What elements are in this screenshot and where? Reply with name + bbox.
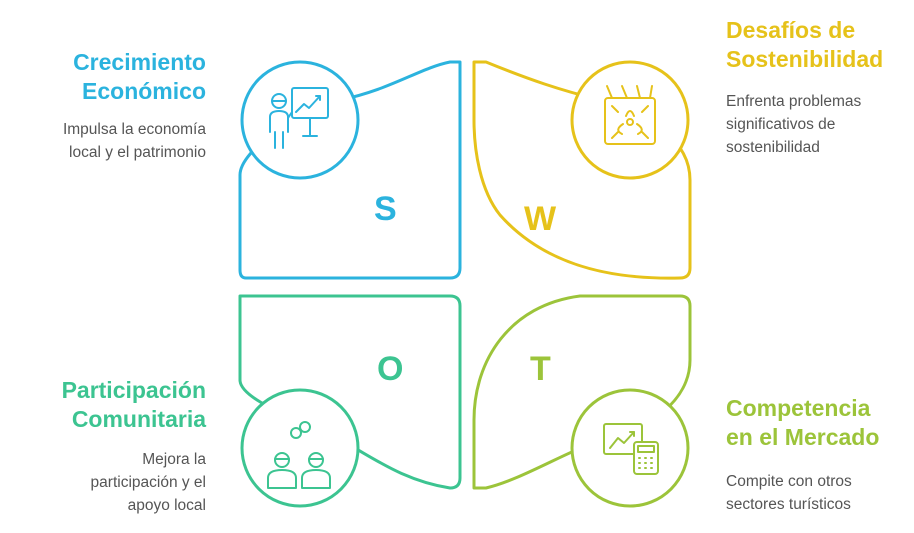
threat-desc-line-1: Compite con otros — [726, 473, 852, 490]
quadrant-t-shape — [472, 294, 692, 490]
strength-description: Impulsa la economía local y el patrimoni… — [0, 118, 206, 164]
weakness-title-line-2: Sostenibilidad — [726, 46, 884, 72]
opportunity-desc-line-2: participación y el — [90, 474, 206, 491]
weakness-desc-line-1: Enfrenta problemas — [726, 93, 862, 110]
circle-s — [240, 60, 360, 180]
weakness-desc-line-3: sostenibilidad — [726, 139, 820, 156]
threat-title-line-2: en el Mercado — [726, 424, 880, 450]
circle-t — [570, 388, 690, 508]
toxic-hazard-icon — [604, 85, 656, 145]
opportunity-description: Mejora la participación y el apoyo local — [0, 448, 206, 517]
strength-desc-line-2: local y el patrimonio — [69, 144, 206, 161]
community-icon — [267, 421, 331, 489]
letter-o: O — [377, 350, 403, 388]
threat-desc-line-2: sectores turísticos — [726, 496, 851, 513]
presentation-icon — [269, 87, 329, 149]
letter-w: W — [524, 200, 557, 238]
threat-title: Competencia en el Mercado — [726, 394, 912, 452]
strength-desc-line-1: Impulsa la economía — [62, 121, 206, 138]
opportunity-desc-line-3: apoyo local — [127, 497, 206, 514]
market-analysis-icon — [603, 423, 659, 475]
opportunity-title-line-2: Comunitaria — [71, 406, 206, 432]
quadrant-s — [238, 60, 462, 280]
letter-t: T — [530, 350, 551, 388]
weakness-desc-line-2: significativos de — [726, 116, 836, 133]
weakness-text-block: Desafíos de Sostenibilidad Enfrenta prob… — [726, 16, 912, 159]
threat-title-line-1: Competencia — [726, 395, 871, 421]
opportunity-title-line-1: Participación — [61, 377, 206, 403]
opportunity-title: Participación Comunitaria — [0, 376, 206, 434]
circle-o — [240, 388, 360, 508]
weakness-description: Enfrenta problemas significativos de sos… — [726, 90, 912, 159]
strength-title: Crecimiento Económico — [0, 48, 206, 106]
strength-title-line-2: Económico — [82, 78, 206, 104]
threat-text-block: Competencia en el Mercado Compite con ot… — [726, 394, 912, 516]
quadrant-s-shape — [238, 60, 462, 280]
letter-s: S — [374, 190, 397, 228]
weakness-title: Desafíos de Sostenibilidad — [726, 16, 912, 74]
quadrant-t — [472, 294, 692, 490]
weakness-title-line-1: Desafíos de — [726, 17, 856, 43]
strength-text-block: Crecimiento Económico Impulsa la economí… — [0, 48, 206, 164]
strength-title-line-1: Crecimiento — [73, 49, 206, 75]
threat-description: Compite con otros sectores turísticos — [726, 470, 912, 516]
opportunity-text-block: Participación Comunitaria Mejora la part… — [0, 376, 206, 517]
opportunity-desc-line-1: Mejora la — [142, 451, 206, 468]
